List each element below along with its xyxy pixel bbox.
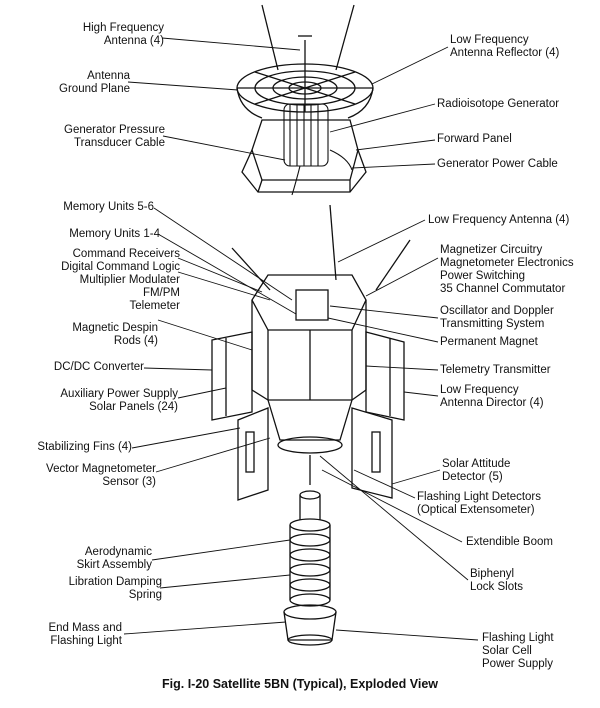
- label-magnetizer-circuitry-group: Magnetizer Circuitry Magnetometer Electr…: [440, 244, 574, 295]
- label-biphenyl-lock-slots: Biphenyl Lock Slots: [470, 568, 524, 593]
- radioisotope-generator: [283, 103, 353, 196]
- aft-skirt-cone: [267, 399, 353, 454]
- label-radioisotope-generator: Radioisotope Generator: [437, 98, 560, 110]
- label-low-frequency-antenna: Low Frequency Antenna (4): [428, 214, 570, 226]
- antenna-ground-plane-dish: [236, 63, 374, 119]
- label-antenna-ground-plane: Antenna Ground Plane: [59, 70, 130, 95]
- extendible-boom-spring: [289, 455, 331, 607]
- label-extendible-boom: Extendible Boom: [466, 536, 553, 548]
- label-low-frequency-reflector: Low Frequency Antenna Reflector (4): [450, 34, 560, 59]
- label-libration-damping-spring: Libration Damping Spring: [68, 576, 162, 601]
- label-aerodynamic-skirt: Aerodynamic Skirt Assembly: [76, 546, 152, 571]
- label-oscillator-doppler: Oscillator and Doppler Transmitting Syst…: [440, 305, 554, 330]
- forward-panel-housing: [241, 119, 367, 193]
- label-command-receivers-group: Command Receivers Digital Command Logic …: [61, 248, 180, 312]
- label-solar-attitude-detector: Solar Attitude Detector (5): [442, 458, 511, 483]
- label-end-mass: End Mass and Flashing Light: [48, 622, 122, 647]
- label-stabilizing-fins: Stabilizing Fins (4): [37, 441, 132, 453]
- label-generator-pressure-cable: Generator Pressure Transducer Cable: [64, 124, 165, 149]
- label-permanent-magnet: Permanent Magnet: [440, 336, 538, 348]
- label-vector-magnetometer: Vector Magnetometer Sensor (3): [46, 463, 156, 488]
- main-body-housing: [251, 274, 367, 401]
- label-aux-power-solar-panels: Auxiliary Power Supply Solar Panels (24): [60, 388, 178, 413]
- label-generator-power-cable: Generator Power Cable: [437, 158, 558, 170]
- leader-lines: [123, 37, 479, 641]
- label-forward-panel: Forward Panel: [437, 133, 512, 145]
- high-frequency-antenna-rods: [261, 4, 355, 71]
- low-frequency-antenna-rods: [231, 204, 411, 291]
- label-magnetic-despin-rods: Magnetic Despin Rods (4): [72, 322, 158, 347]
- label-high-frequency-antenna: High Frequency Antenna (4): [82, 22, 164, 47]
- solar-panel-wings: [211, 331, 405, 421]
- label-telemetry-transmitter: Telemetry Transmitter: [440, 364, 551, 376]
- figure-caption: Fig. I-20 Satellite 5BN (Typical), Explo…: [162, 677, 438, 691]
- end-mass-flashing-light: [283, 604, 337, 646]
- stabilizing-fins: [237, 407, 393, 501]
- label-memory-units-5-6: Memory Units 5-6: [63, 201, 154, 213]
- label-memory-units-1-4: Memory Units 1-4: [69, 228, 160, 240]
- label-dcdc-converter: DC/DC Converter: [53, 361, 144, 373]
- label-low-frequency-director: Low Frequency Antenna Director (4): [440, 384, 544, 409]
- label-flashing-light-solar-cell: Flashing Light Solar Cell Power Supply: [482, 632, 554, 670]
- label-flashing-light-detectors: Flashing Light Detectors (Optical Extens…: [417, 491, 542, 516]
